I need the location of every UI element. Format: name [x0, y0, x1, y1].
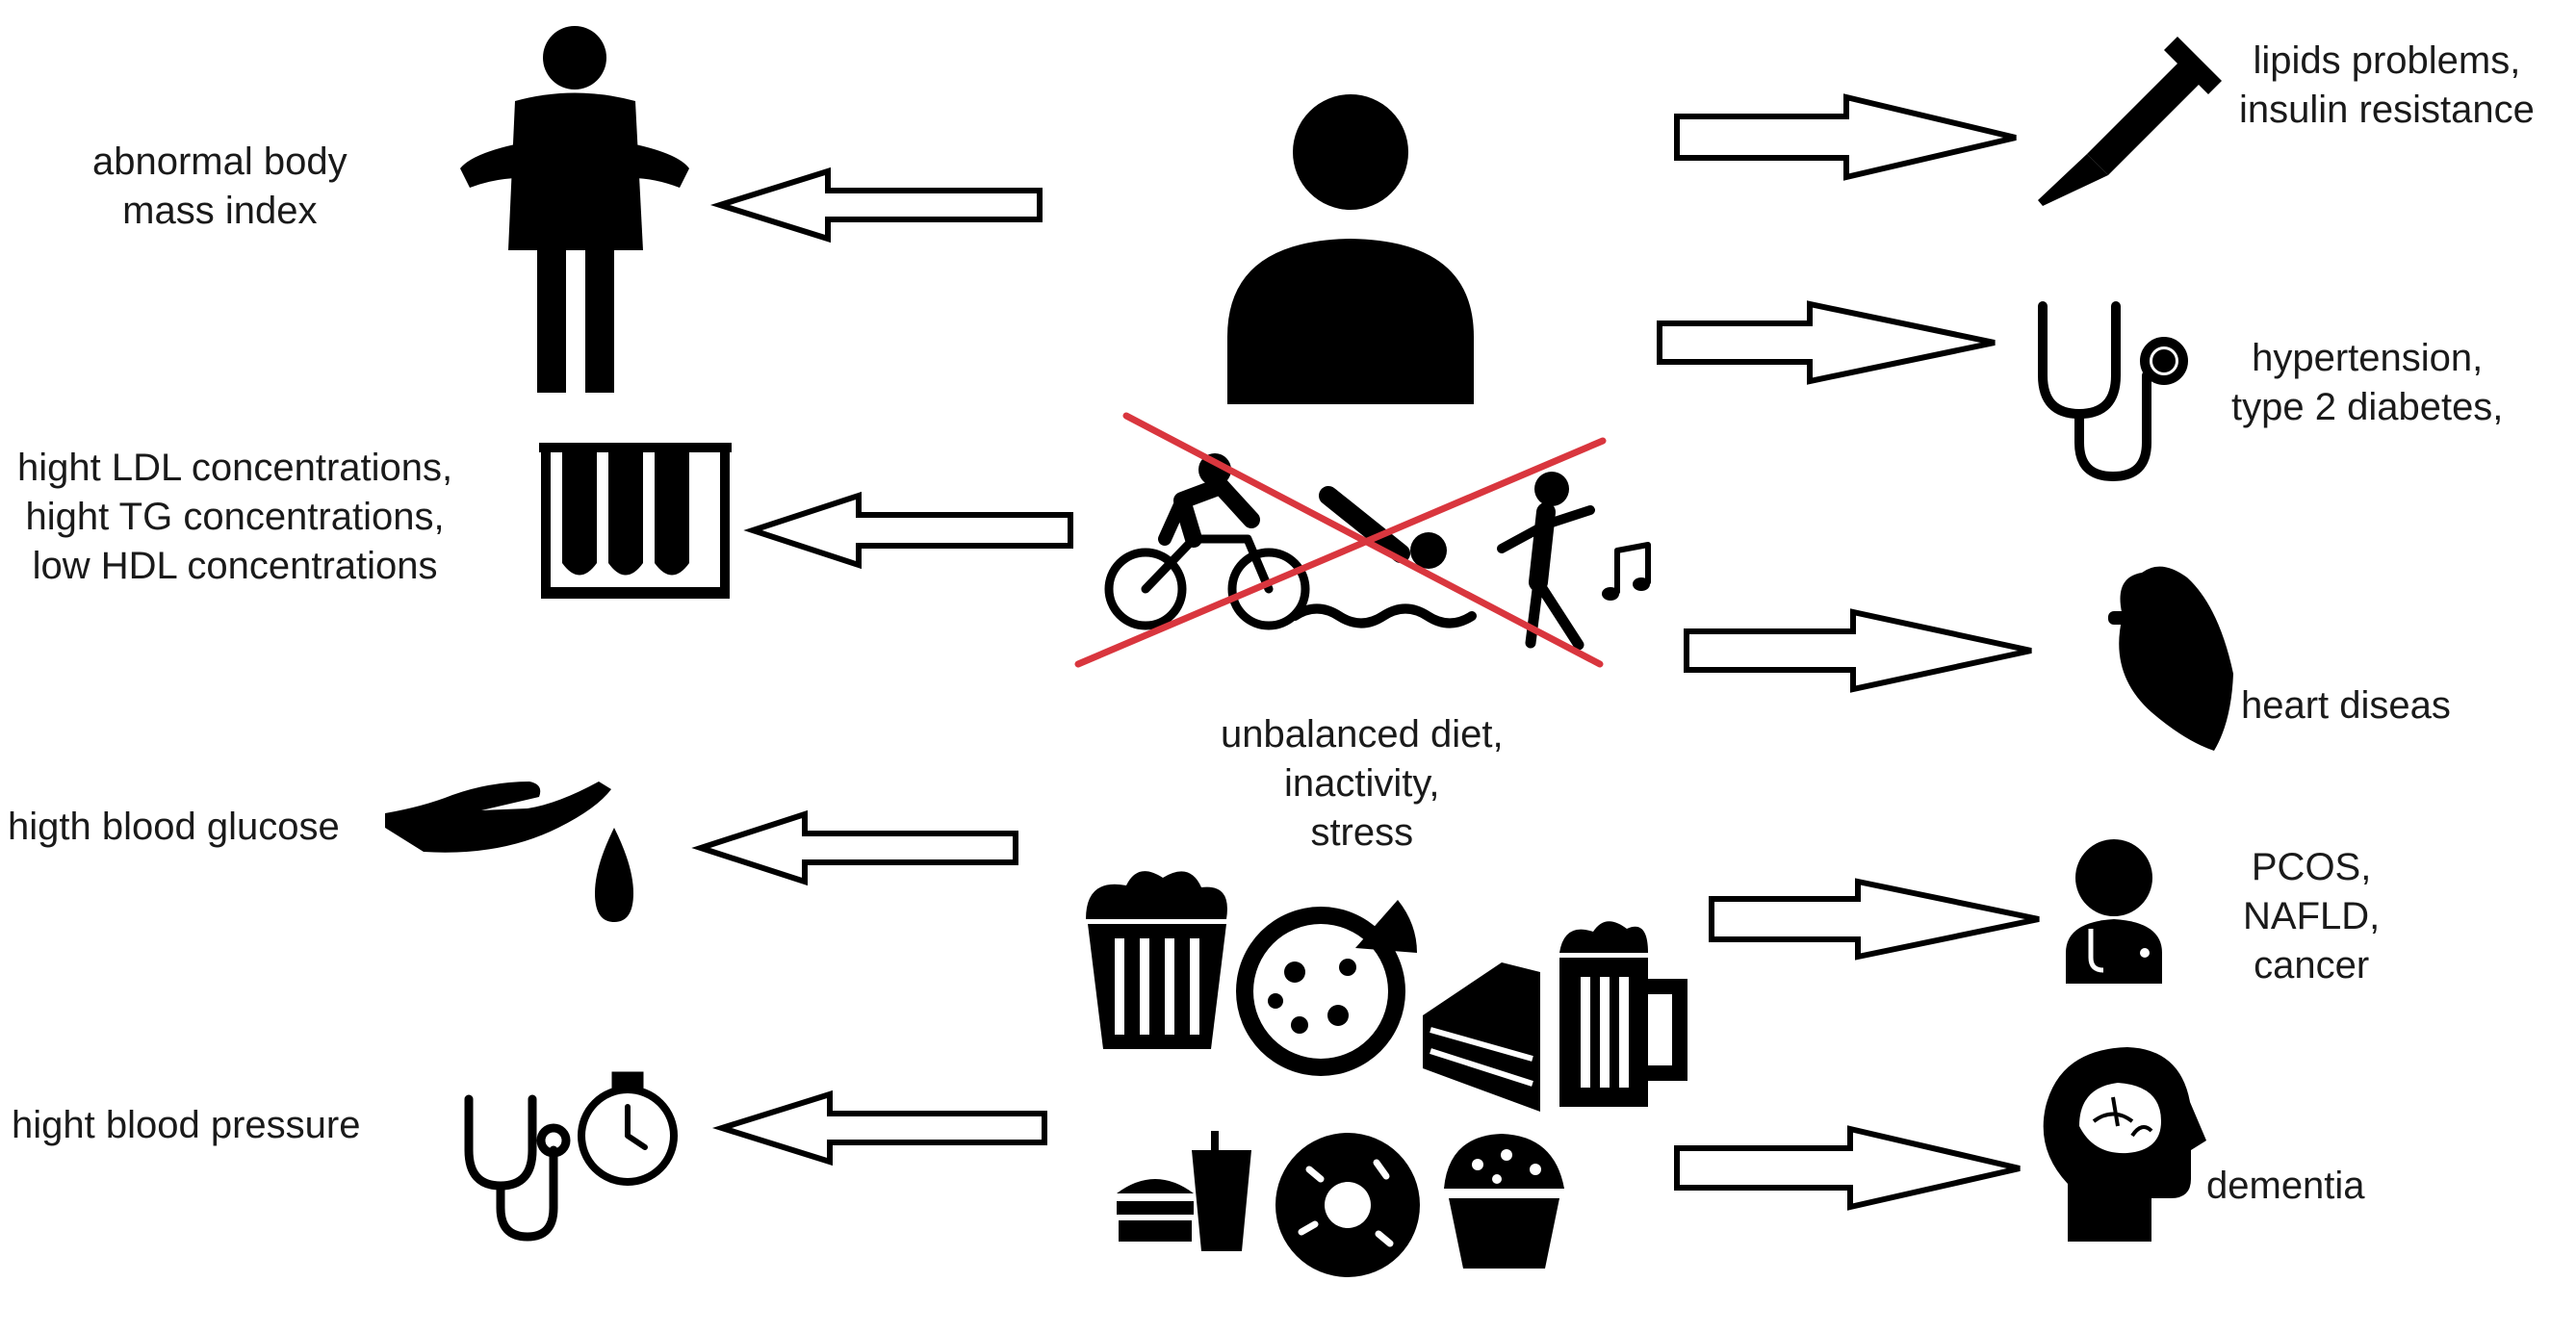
label-blood-glucose: higth blood glucose — [8, 806, 340, 848]
arrow-to-dementia — [1674, 1125, 2021, 1211]
arrow-to-heart — [1684, 608, 2032, 693]
label-bmi: abnormal body mass index — [92, 141, 348, 232]
label-causes: unbalanced diet, inactivity, stress — [1221, 713, 1504, 854]
junk-food-icon — [1086, 871, 1687, 1277]
label-lipids-insulin: lipids problems, insulin resistance — [2239, 39, 2535, 131]
arrow-to-lipids-insulin — [1674, 93, 2017, 181]
hand-drop-icon — [385, 782, 633, 922]
obese-person-icon — [460, 26, 689, 393]
label-lipid-concentrations: hight LDL concentrations, hight TG conce… — [17, 447, 453, 587]
test-tubes-icon — [539, 443, 732, 599]
label-dementia: dementia — [2206, 1165, 2365, 1207]
syringe-icon — [2038, 37, 2222, 206]
doctor-icon — [2066, 839, 2162, 984]
arrow-to-bmi — [709, 167, 1043, 244]
label-blood-pressure: hight blood pressure — [12, 1104, 361, 1146]
red-cross-icon — [1074, 412, 1607, 668]
arrow-to-pressure — [711, 1089, 1047, 1166]
label-heart-disease: heart diseas — [2241, 684, 2451, 727]
stethoscope-stopwatch-icon — [464, 1071, 678, 1242]
stethoscope-icon — [2038, 301, 2188, 482]
head-brain-icon — [2043, 1047, 2206, 1242]
arrow-to-hypertension — [1657, 300, 1996, 385]
arrow-to-glucose — [691, 809, 1018, 886]
cyclist-swimmer-dancer-icon — [1104, 453, 1651, 651]
person-icon — [1227, 94, 1474, 404]
label-pcos-nafld-cancer: PCOS, NAFLD, cancer — [2243, 846, 2381, 987]
heart-icon — [2108, 566, 2233, 751]
label-hypertension-diabetes: hypertension, type 2 diabetes, — [2231, 337, 2504, 428]
arrow-to-pcos — [1709, 878, 2040, 961]
arrow-to-lipids — [743, 491, 1073, 570]
